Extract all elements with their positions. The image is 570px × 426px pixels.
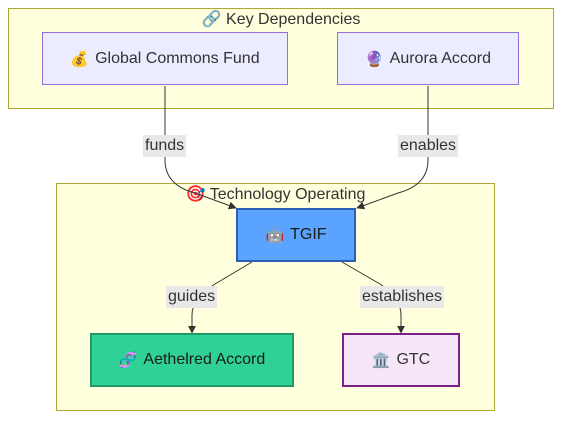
dna-icon: 🧬: [118, 351, 138, 369]
classical-building-icon: 🏛️: [371, 351, 391, 369]
establishes-edge-label: establishes: [360, 286, 445, 308]
gtc-label: GTC: [396, 351, 431, 368]
global-commons-fund-node[interactable]: 💰 Global Commons Fund: [42, 32, 288, 85]
aethelred-accord-node[interactable]: 🧬 Aethelred Accord: [90, 333, 294, 387]
global-commons-fund-label: Global Commons Fund: [95, 49, 260, 67]
enables-edge-label: enables: [398, 135, 459, 157]
link-icon: 🔗: [201, 11, 222, 28]
technology-operating-label: Technology Operating: [209, 186, 366, 203]
tgif-label: TGIF: [290, 226, 327, 243]
tgif-node[interactable]: 🤖 TGIF: [236, 208, 356, 262]
edge-enables: [356, 86, 429, 210]
target-icon: 🎯: [185, 186, 206, 203]
edge-funds: [164, 86, 237, 210]
robot-icon: 🤖: [265, 226, 285, 244]
key-dependencies-label: Key Dependencies: [226, 11, 361, 28]
key-dependencies-title: 🔗 Key Dependencies: [9, 10, 553, 30]
aethelred-accord-label: Aethelred Accord: [143, 351, 266, 368]
gtc-node[interactable]: 🏛️ GTC: [342, 333, 460, 387]
aurora-accord-label: Aurora Accord: [389, 49, 492, 67]
funds-edge-label: funds: [143, 135, 187, 157]
aurora-accord-node[interactable]: 🔮 Aurora Accord: [337, 32, 519, 85]
crystal-ball-icon: 🔮: [364, 49, 384, 68]
guides-edge-label: guides: [166, 286, 218, 308]
technology-operating-title: 🎯 Technology Operating: [57, 185, 494, 205]
money-bag-icon: 💰: [70, 49, 90, 68]
